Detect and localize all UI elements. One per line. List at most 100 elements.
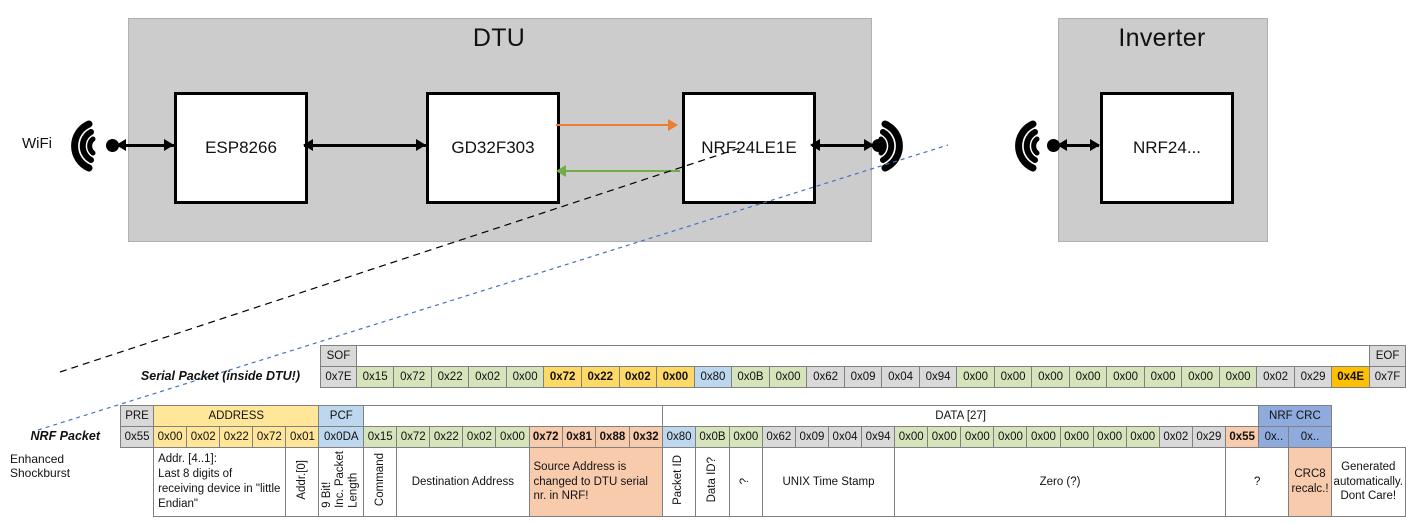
- serial-byte-2: 0x22: [430, 366, 470, 388]
- nrf-header-0: PRE: [119, 405, 155, 427]
- nrf-data-byte-19: 0x00: [993, 426, 1028, 448]
- serial-byte-10: 0x0B: [731, 366, 770, 388]
- nrf-address-byte-2: 0x22: [219, 426, 254, 448]
- chip-nrf24le1e-label: NRF24LE1E: [701, 138, 797, 157]
- nrf-data-byte-5: 0x72: [528, 426, 563, 448]
- nrf-data-byte-22: 0x00: [1092, 426, 1127, 448]
- desc-cell-8: ?: [728, 447, 763, 517]
- serial-sof-value: 0x7E: [320, 366, 357, 388]
- nrf-data-byte-9: 0x80: [662, 426, 697, 448]
- esp-to-gd32-arrow-left: [303, 139, 313, 151]
- dtu-title: DTU: [472, 24, 526, 52]
- desc-text-5: Source Address is changed to DTU serial …: [533, 460, 648, 503]
- serial-byte-3: 0x02: [468, 366, 507, 388]
- desc-text-4: Destination Address: [411, 475, 514, 488]
- desc-cell-10: Zero (?): [894, 447, 1226, 517]
- desc-text-6: Packet ID: [672, 454, 685, 505]
- desc-text-0: Addr. [4..1]: Last 8 digits of receiving…: [158, 453, 281, 510]
- nrf-data-byte-24: 0x02: [1158, 426, 1193, 448]
- desc-text-13: Generated automatically. Dont Care!: [1333, 460, 1404, 503]
- serial-byte-7: 0x02: [618, 366, 658, 388]
- nrf-to-antenna-arrow-left: [810, 139, 820, 151]
- serial-eof-header: EOF: [1369, 345, 1406, 367]
- inverter-antenna-icon: [1010, 118, 1064, 179]
- serial-eof-value: 0x7F: [1369, 366, 1406, 388]
- nrf-header-3: [363, 405, 664, 427]
- serial-byte-6: 0x22: [580, 366, 620, 388]
- nrf-data-byte-17: 0x00: [927, 426, 962, 448]
- serial-byte-19: 0x00: [1068, 366, 1108, 388]
- nrf-address-byte-0: 0x00: [153, 426, 188, 448]
- desc-text-3: Command: [373, 453, 386, 507]
- chip-nrf24le1e: NRF24LE1E: [682, 92, 816, 204]
- desc-cell-7: Data ID?: [695, 447, 730, 517]
- nrf-data-byte-25: 0x29: [1191, 426, 1226, 448]
- serial-byte-15: 0x94: [918, 366, 958, 388]
- nrf-crc-byte-1: 0x..: [1288, 426, 1332, 448]
- nrf-data-byte-26: 0x55: [1224, 426, 1260, 448]
- nrf-data-byte-23: 0x00: [1125, 426, 1160, 448]
- nrf-data-byte-4: 0x00: [495, 426, 530, 448]
- desc-cell-13: Generated automatically. Dont Care!: [1330, 447, 1406, 517]
- serial-byte-21: 0x00: [1143, 366, 1183, 388]
- nrf-data-byte-3: 0x02: [462, 426, 497, 448]
- nrf-data-byte-0: 0x15: [363, 426, 398, 448]
- inverter-radio-node-dot: [1047, 139, 1060, 152]
- nrf-header-2: PCF: [318, 405, 365, 427]
- serial-byte-1: 0x72: [393, 366, 432, 388]
- nrf-address-byte-4: 0x01: [285, 426, 320, 448]
- chip-nrf24-inverter-label: NRF24...: [1132, 138, 1202, 157]
- wifi-to-esp-arrow-right: [164, 139, 174, 151]
- nrf-address-byte-1: 0x02: [186, 426, 221, 448]
- serial-byte-4: 0x00: [505, 366, 545, 388]
- block-diagram: DTU WiFi ESP8266 GD32F303 NRF24LE1E: [0, 0, 1406, 260]
- serial-byte-20: 0x00: [1106, 366, 1145, 388]
- nrf-header-5: NRF CRC: [1258, 405, 1332, 427]
- nrf-data-byte-12: 0x62: [761, 426, 796, 448]
- desc-spacer: [121, 448, 154, 517]
- nrf-data-byte-11: 0x00: [728, 426, 763, 448]
- desc-cell-6: Packet ID: [662, 447, 697, 517]
- wifi-to-esp-arrow-left: [116, 139, 126, 151]
- serial-byte-5: 0x72: [543, 366, 582, 388]
- serial-byte-0: 0x15: [355, 366, 395, 388]
- gd32-to-nrf-tx-arrow: [668, 119, 678, 131]
- serial-header-spacer: [355, 345, 1371, 367]
- chip-nrf24-inverter: NRF24...: [1100, 92, 1234, 204]
- desc-cell-4: Destination Address: [396, 447, 530, 517]
- serial-byte-14: 0x04: [881, 366, 920, 388]
- dtu-radio-antenna-icon: [876, 118, 930, 179]
- desc-cell-5: Source Address is changed to DTU serial …: [528, 447, 664, 517]
- nrf-to-gd32-rx-line: [566, 170, 680, 172]
- serial-sof-header: SOF: [320, 345, 357, 367]
- antenna-to-nrf24-line: [1059, 144, 1099, 147]
- nrf-data-byte-20: 0x00: [1026, 426, 1061, 448]
- nrf-data-byte-21: 0x00: [1059, 426, 1094, 448]
- desc-cell-1: Addr.[0]: [285, 447, 320, 517]
- serial-byte-9: 0x80: [693, 366, 733, 388]
- desc-text-8: ?: [739, 478, 752, 485]
- chip-gd32f303-label: GD32F303: [451, 138, 535, 157]
- chip-esp8266-label: ESP8266: [205, 138, 277, 157]
- serial-byte-16: 0x00: [956, 366, 995, 388]
- nrf-pre-value: 0x55: [119, 426, 155, 448]
- nrf-data-byte-7: 0x88: [595, 426, 630, 448]
- desc-text-11: ?: [1253, 475, 1261, 488]
- nrf-data-byte-8: 0x32: [628, 426, 664, 448]
- nrf-data-byte-10: 0x0B: [695, 426, 730, 448]
- desc-cell-0: Addr. [4..1]: Last 8 digits of receiving…: [153, 447, 287, 517]
- desc-text-1: Addr.[0]: [295, 459, 308, 500]
- inverter-title: Inverter: [1118, 24, 1206, 52]
- nrf-data-byte-18: 0x00: [960, 426, 995, 448]
- serial-byte-13: 0x09: [843, 366, 883, 388]
- serial-byte-24: 0x02: [1256, 366, 1295, 388]
- nrf-data-byte-2: 0x22: [429, 426, 464, 448]
- desc-cell-3: Command: [363, 447, 398, 517]
- serial-byte-18: 0x00: [1031, 366, 1070, 388]
- wifi-label: WiFi: [22, 135, 52, 152]
- chip-esp8266: ESP8266: [174, 92, 308, 204]
- serial-byte-8: 0x00: [656, 366, 695, 388]
- desc-cell-12: CRC8 recalc.!: [1288, 447, 1332, 517]
